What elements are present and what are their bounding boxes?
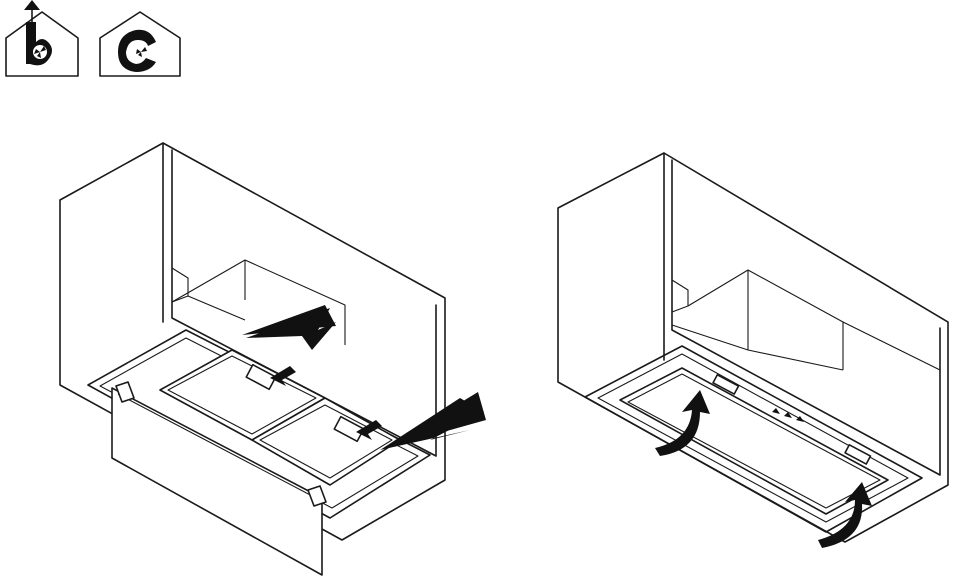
ducted-extraction-icon <box>5 0 79 77</box>
filter-removal-step <box>59 142 486 576</box>
panel-tilt-step <box>557 152 949 548</box>
recirculation-icon <box>99 11 181 77</box>
